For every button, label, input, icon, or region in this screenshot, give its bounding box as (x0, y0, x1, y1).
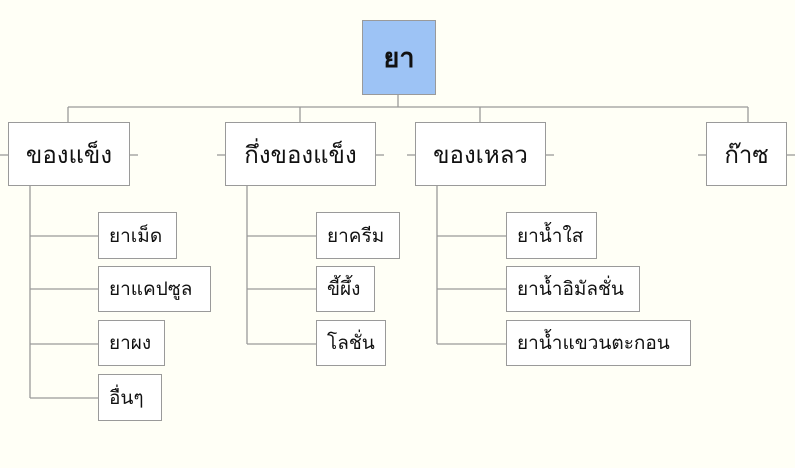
leaf-tablet: ยาเม็ด (98, 212, 177, 259)
leaf-solution: ยาน้ำใส (506, 212, 597, 259)
leaf-other: อื่นๆ (98, 374, 162, 421)
leaf-powder: ยาผง (98, 320, 165, 366)
leaf-suspension: ยาน้ำแขวนตะกอน (506, 320, 691, 366)
category-semisolid: กึ่งของแข็ง (225, 122, 376, 186)
leaf-cream: ยาครีม (316, 212, 400, 259)
root-node: ยา (362, 20, 436, 95)
category-gas: ก๊าซ (706, 122, 787, 186)
leaf-ointment: ขี้ผึ้ง (316, 266, 375, 312)
leaf-lotion: โลชั่น (316, 320, 386, 366)
category-solid: ของแข็ง (8, 122, 130, 186)
category-liquid: ของเหลว (415, 122, 546, 186)
leaf-capsule: ยาแคปซูล (98, 266, 211, 312)
leaf-emulsion: ยาน้ำอิมัลชั่น (506, 266, 640, 312)
